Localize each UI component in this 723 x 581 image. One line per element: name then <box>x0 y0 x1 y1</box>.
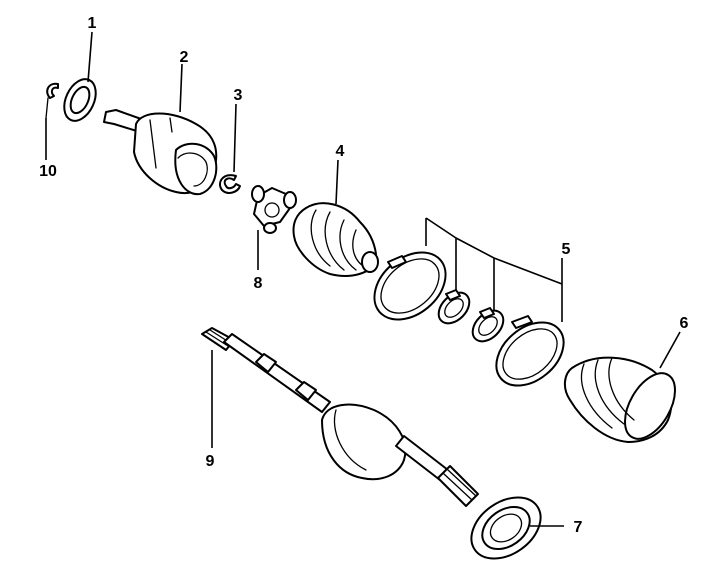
callout-labels: 1 2 3 4 5 6 7 8 9 10 <box>39 15 688 536</box>
callout-1: 1 <box>88 15 97 32</box>
oil-seal-part-1 <box>63 78 97 122</box>
drive-shaft-part-9 <box>201 327 479 507</box>
callout-7: 7 <box>574 519 583 536</box>
snap-ring-part-3 <box>218 174 241 194</box>
callout-4: 4 <box>336 143 345 160</box>
leader-2 <box>179 63 183 113</box>
callout-10: 10 <box>39 163 57 180</box>
leader-lines <box>45 31 681 527</box>
tripod-joint-part-8 <box>251 185 297 234</box>
callout-9: 9 <box>206 453 215 470</box>
callout-2: 2 <box>180 49 189 66</box>
outer-oil-seal-part-7 <box>470 496 542 560</box>
joint-housing-part-2 <box>103 109 218 196</box>
callout-3: 3 <box>234 87 243 104</box>
callout-6: 6 <box>680 315 689 332</box>
leader-5 <box>425 217 563 322</box>
callout-5: 5 <box>562 241 571 258</box>
leader-1 <box>87 31 93 83</box>
inner-boot-part-4 <box>292 202 379 277</box>
leader-4 <box>335 159 339 205</box>
callout-8: 8 <box>254 275 263 292</box>
leader-6 <box>659 331 681 369</box>
outer-boot-part-6 <box>564 356 676 443</box>
circlip-part-10 <box>45 82 59 119</box>
boot-clamps-part-5 <box>373 251 565 387</box>
leader-3 <box>233 103 237 173</box>
